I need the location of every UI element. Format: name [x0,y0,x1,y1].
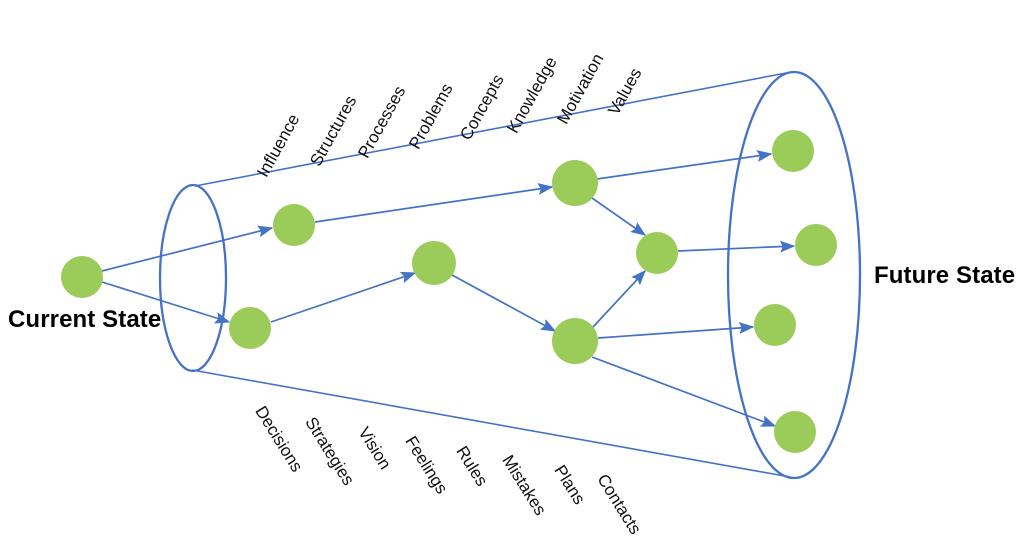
funnel-top-line [194,72,787,187]
funnel-outline [158,70,862,480]
node-b1[interactable] [412,241,456,285]
edge-start-to-a2 [101,281,231,324]
node-b2[interactable] [552,160,598,206]
node-a2[interactable] [229,307,271,349]
current-state-label: Current State [8,306,162,333]
future-state-label: Future State [874,262,1016,289]
node-future-2[interactable] [795,224,837,266]
future-state-ellipse [726,70,862,480]
node-b3[interactable] [636,232,678,274]
edge-start-to-a1 [101,225,274,272]
edge-b1-to-b4 [451,274,557,332]
node-group [61,130,837,453]
edge-b2-to-b3 [591,197,647,236]
edge-group [101,150,796,427]
edge-b4-to-f3 [597,322,755,339]
node-b4[interactable] [552,318,598,364]
current-state-ellipse [158,183,228,373]
edge-b4-to-f4 [591,356,777,427]
node-a1[interactable] [273,204,315,246]
node-future-3[interactable] [754,304,796,346]
edge-a2-to-b1 [270,271,417,323]
node-current-state[interactable] [61,256,103,298]
funnel-bottom-line [191,369,791,478]
node-future-4[interactable] [774,411,816,453]
edge-b2-to-f1 [596,150,773,180]
edge-b3-to-f2 [677,240,796,253]
edge-b4-to-b3 [592,270,646,328]
edge-a1-to-b2 [314,183,554,223]
node-future-1[interactable] [772,130,814,172]
